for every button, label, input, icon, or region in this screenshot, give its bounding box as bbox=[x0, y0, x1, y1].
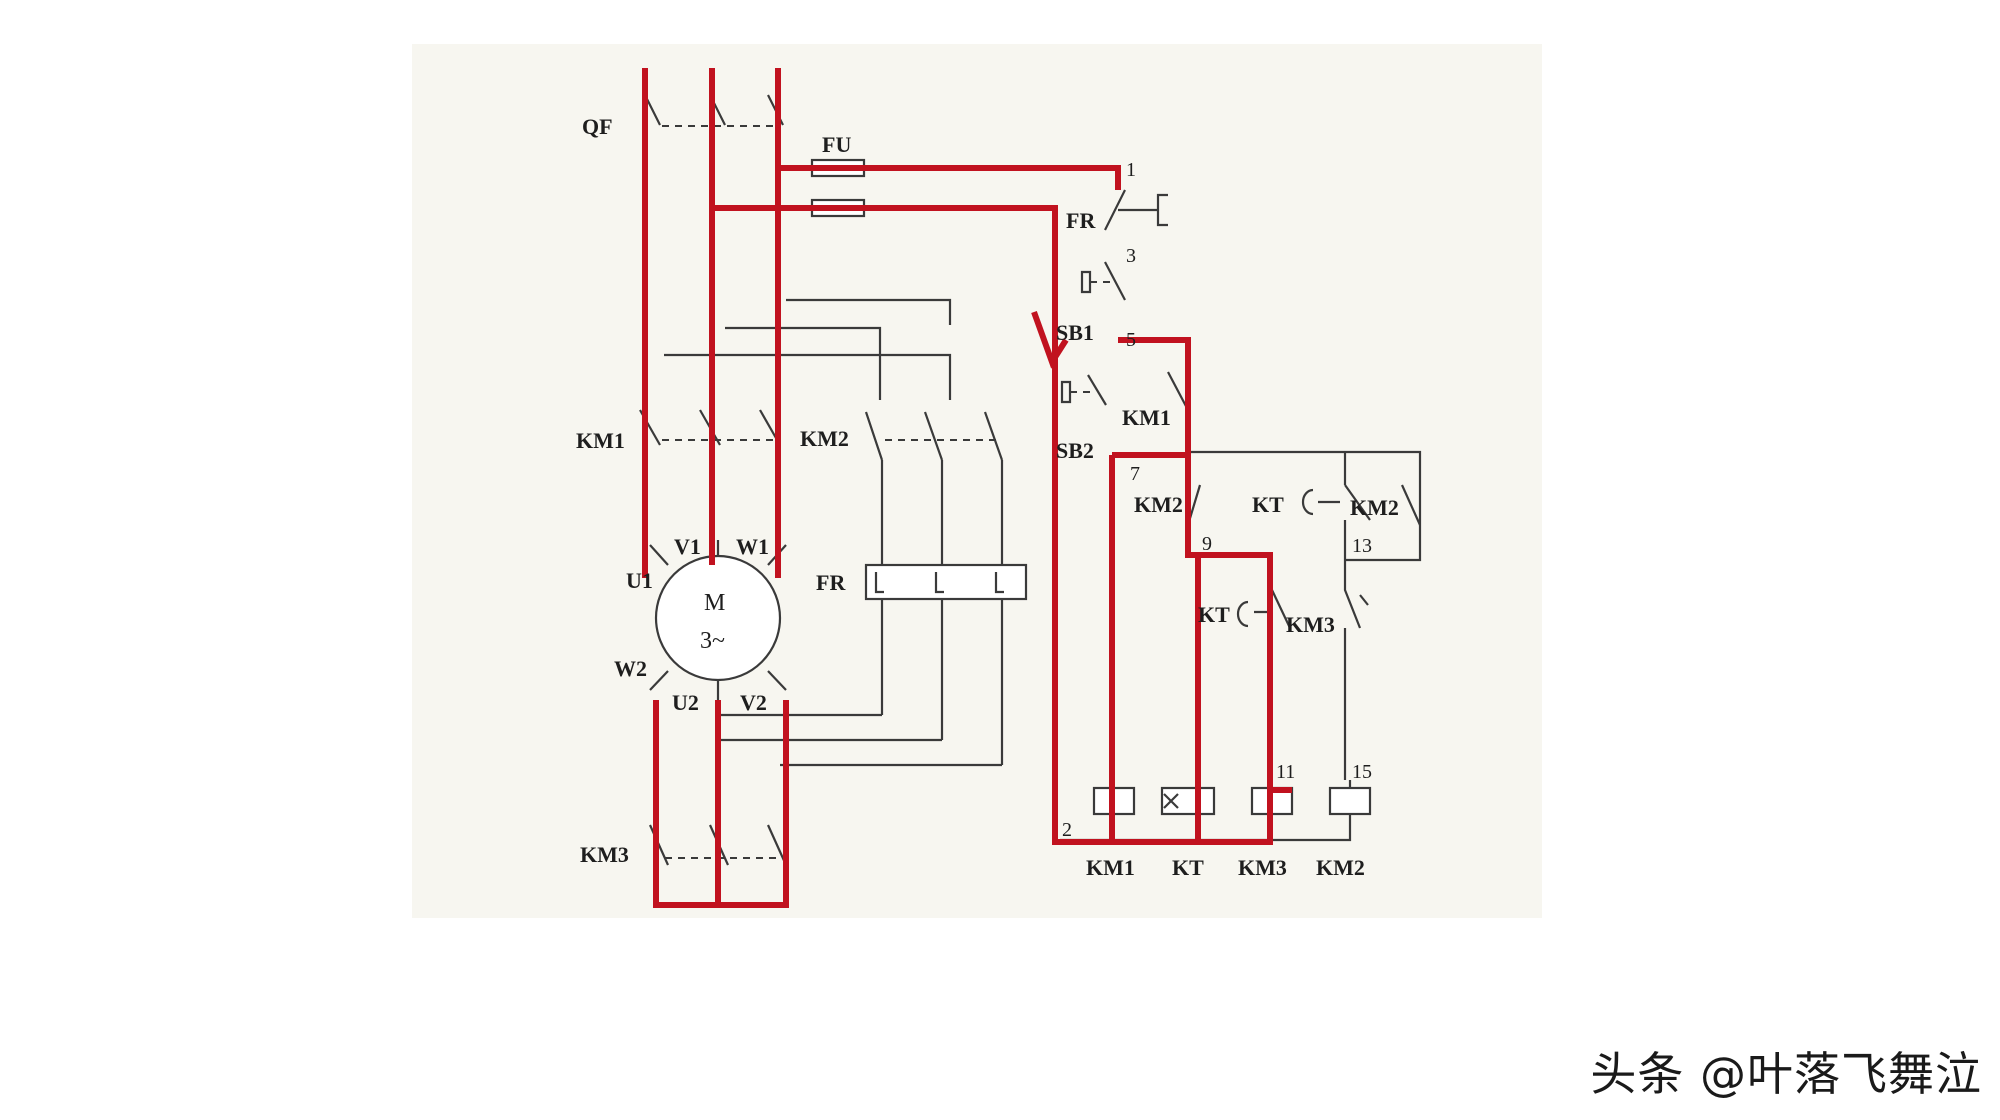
red-fu-1 bbox=[778, 165, 1121, 190]
node-9: 9 bbox=[1202, 533, 1212, 555]
node-3: 3 bbox=[1126, 245, 1136, 267]
km2-aux-return bbox=[1345, 530, 1422, 562]
terminal-u1: U1 bbox=[626, 568, 653, 593]
label-km1-aux: KM1 bbox=[1122, 405, 1171, 430]
label-coil-km2: KM2 bbox=[1316, 855, 1365, 880]
label-fr-relay: FR bbox=[816, 570, 846, 595]
km2-main-contact-2 bbox=[923, 411, 944, 461]
fr-nc-actuator bbox=[1118, 193, 1168, 227]
node-2: 2 bbox=[1062, 819, 1072, 841]
motor-lead-v2 bbox=[767, 670, 787, 691]
sb2-actuator bbox=[1060, 380, 1072, 404]
km2-main-contact-1 bbox=[864, 411, 884, 461]
node-13: 13 bbox=[1352, 535, 1372, 557]
label-km1-main: KM1 bbox=[576, 428, 625, 453]
red-km3-branch bbox=[1267, 555, 1292, 793]
label-sb2: SB2 bbox=[1056, 438, 1094, 463]
terminal-u2: U2 bbox=[672, 690, 699, 715]
motor-circle bbox=[654, 554, 782, 682]
label-km3-nc: KM3 bbox=[1286, 612, 1335, 637]
wire-km2-c bbox=[664, 353, 952, 400]
label-km2-main: KM2 bbox=[800, 426, 849, 451]
fr-nc-contact bbox=[1104, 189, 1126, 231]
label-km2-aux: KM2 bbox=[1350, 495, 1399, 520]
node-1: 1 bbox=[1126, 159, 1136, 181]
fr-relay-block bbox=[864, 563, 1028, 601]
terminal-v1: V1 bbox=[674, 534, 701, 559]
node-11: 11 bbox=[1276, 761, 1295, 783]
highlighted-path bbox=[642, 68, 1292, 908]
coil-km2 bbox=[1328, 786, 1372, 816]
labels: QF FU FR SB1 SB2 KM1 KM2 KM3 FR KM1 KM2 … bbox=[576, 114, 1399, 880]
red-sb1-km1 bbox=[1118, 337, 1191, 455]
label-coil-kt: KT bbox=[1172, 855, 1204, 880]
diagram-paper bbox=[412, 44, 1542, 918]
label-kt-nc: KT bbox=[1252, 492, 1284, 517]
km3-nc-branch bbox=[1343, 560, 1362, 780]
km2-main-contact-3 bbox=[983, 411, 1004, 461]
label-km3-main: KM3 bbox=[580, 842, 629, 867]
node-15: 15 bbox=[1352, 761, 1372, 783]
motor-label-phase: 3~ bbox=[700, 628, 725, 654]
fr-relay-elements bbox=[874, 572, 1004, 594]
motor-lead-w2 bbox=[649, 670, 669, 691]
red-arrow bbox=[1031, 310, 1069, 369]
return-line bbox=[1060, 814, 1352, 842]
motor-lead-u1 bbox=[649, 544, 669, 566]
wire-km2-a bbox=[786, 298, 952, 325]
km2-aux-contact-2 bbox=[1400, 484, 1422, 526]
km2-aux-contact bbox=[1343, 484, 1371, 560]
coil-kt-mark bbox=[1163, 793, 1179, 809]
label-qf: QF bbox=[582, 114, 613, 139]
label-sb1: SB1 bbox=[1056, 320, 1094, 345]
wire-km2-b bbox=[725, 326, 882, 400]
sb1-contact bbox=[1104, 261, 1126, 301]
label-kt-delay: KT bbox=[1198, 602, 1230, 627]
kt-delay-arc bbox=[1236, 600, 1272, 628]
sb2-contact bbox=[1087, 374, 1107, 406]
red-control-outer bbox=[712, 205, 1273, 845]
km1-aux-contact bbox=[1167, 371, 1189, 411]
terminal-w2: W2 bbox=[614, 656, 647, 681]
motor-label-m: M bbox=[704, 590, 725, 616]
label-km2-nc: KM2 bbox=[1134, 492, 1183, 517]
node-5: 5 bbox=[1126, 329, 1136, 351]
label-coil-km1: KM1 bbox=[1086, 855, 1135, 880]
terminal-v2: V2 bbox=[740, 690, 767, 715]
branch-top-right bbox=[1188, 450, 1422, 530]
label-coil-km3: KM3 bbox=[1238, 855, 1287, 880]
label-fu: FU bbox=[822, 132, 851, 157]
km3-nc-tick bbox=[1359, 594, 1369, 606]
label-fr-top: FR bbox=[1066, 208, 1096, 233]
sb1-actuator bbox=[1080, 270, 1092, 294]
node-7: 7 bbox=[1130, 463, 1140, 485]
watermark-text: 头条 @叶落飞舞泣 bbox=[1590, 1047, 1982, 1101]
kt-nc-delay bbox=[1301, 488, 1340, 516]
kt-delay-contact bbox=[1271, 589, 1291, 629]
terminal-w1: W1 bbox=[736, 534, 769, 559]
